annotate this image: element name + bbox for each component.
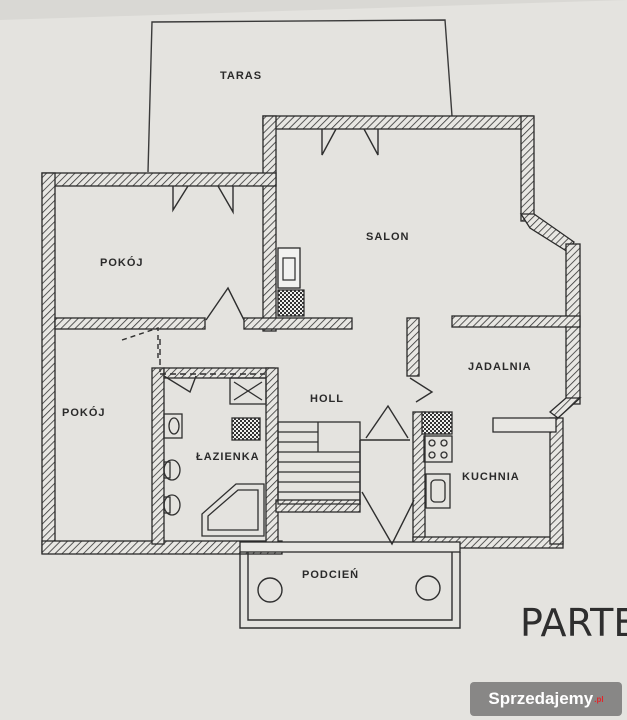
terrace-outline [147, 19, 453, 173]
room-label-pokoj-lower: POKÓJ [62, 406, 106, 419]
fireplace [277, 247, 305, 317]
room-label-kuchnia: KUCHNIA [462, 471, 520, 483]
room-label-taras: TARAS [220, 70, 262, 82]
room-label-pokoj-upper: POKÓJ [100, 256, 144, 269]
room-label-lazienka: ŁAZIENKA [196, 451, 260, 463]
watermark-suffix: .pl [594, 694, 604, 704]
bathroom-fixtures [163, 377, 267, 537]
watermark-text: Sprzedajemy [488, 689, 594, 708]
walls [41, 115, 582, 555]
room-label-salon: SALON [366, 231, 410, 243]
room-label-jadalnia: JADALNIA [468, 361, 532, 373]
room-label-holl: HOLL [310, 393, 344, 405]
kitchen-fixtures [421, 411, 453, 509]
staircase [277, 421, 361, 505]
watermark-logo: Sprzedajemy.pl [470, 682, 622, 716]
porch-outline [239, 552, 461, 629]
room-label-podcien: PODCIEŃ [302, 568, 359, 581]
floor-title: PARTE [520, 601, 627, 645]
